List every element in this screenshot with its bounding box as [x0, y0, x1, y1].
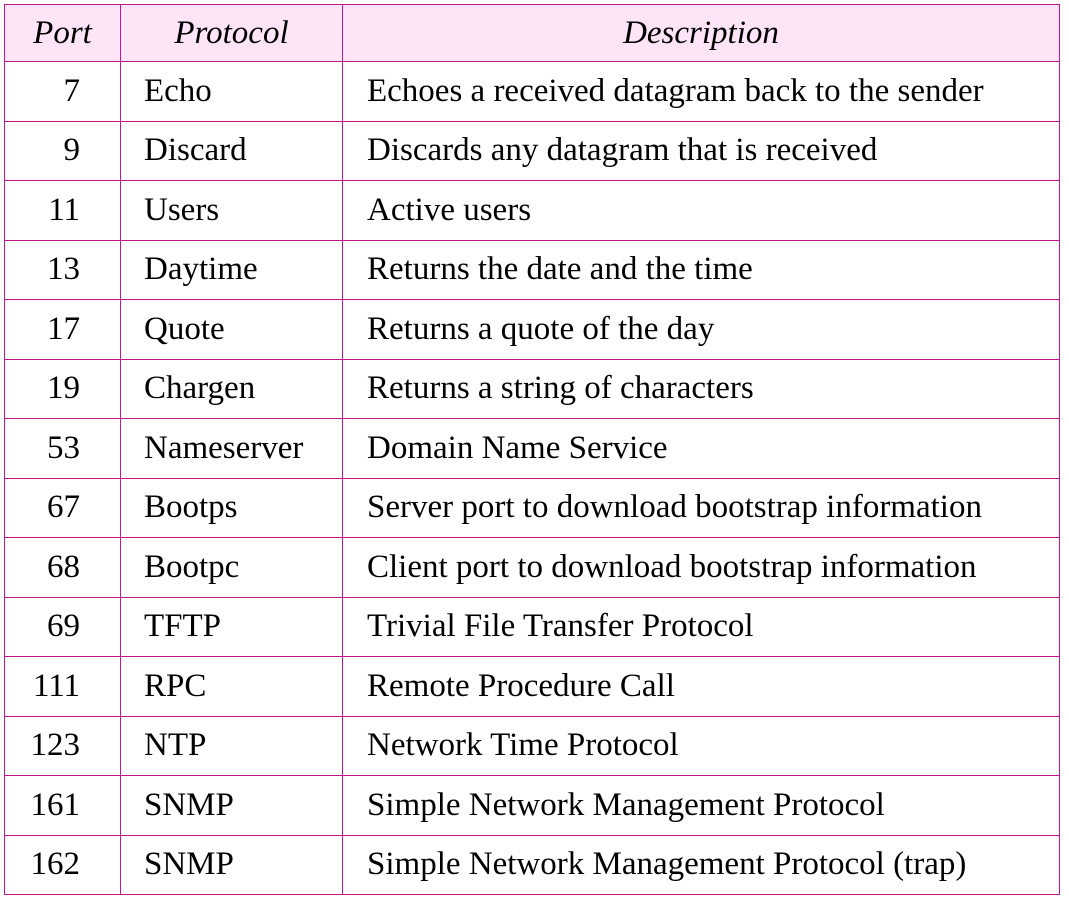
port-cell: 11: [4, 180, 121, 241]
protocol-cell: Daytime: [120, 239, 343, 300]
table-row: 111 RPC Remote Procedure Call: [4, 656, 1060, 717]
port-cell: 67: [4, 477, 121, 538]
port-cell: 53: [4, 418, 121, 479]
description-cell: Echoes a received datagram back to the s…: [342, 61, 1060, 122]
port-cell: 68: [4, 537, 121, 598]
protocol-cell: Users: [120, 180, 343, 241]
protocol-cell: Echo: [120, 61, 343, 122]
table-row: 69 TFTP Trivial File Transfer Protocol: [4, 596, 1060, 657]
well-known-ports-table: Port Protocol Description 7 Echo Echoes …: [4, 4, 1060, 895]
port-cell: 161: [4, 775, 121, 836]
protocol-cell: RPC: [120, 656, 343, 717]
table-row: 9 Discard Discards any datagram that is …: [4, 120, 1060, 181]
port-cell: 13: [4, 239, 121, 300]
description-column-header: Description: [342, 4, 1060, 62]
table-row: 19 Chargen Returns a string of character…: [4, 358, 1060, 419]
description-cell: Simple Network Management Protocol (trap…: [342, 834, 1060, 895]
description-cell: Network Time Protocol: [342, 715, 1060, 776]
protocol-cell: Bootpc: [120, 537, 343, 598]
table-row: 162 SNMP Simple Network Management Proto…: [4, 834, 1060, 895]
protocol-cell: Nameserver: [120, 418, 343, 479]
port-cell: 9: [4, 120, 121, 181]
description-cell: Domain Name Service: [342, 418, 1060, 479]
protocol-cell: Chargen: [120, 358, 343, 419]
port-cell: 19: [4, 358, 121, 419]
table-body: 7 Echo Echoes a received datagram back t…: [4, 61, 1060, 895]
protocol-cell: Bootps: [120, 477, 343, 538]
table-row: 7 Echo Echoes a received datagram back t…: [4, 61, 1060, 122]
port-cell: 111: [4, 656, 121, 717]
description-cell: Server port to download bootstrap inform…: [342, 477, 1060, 538]
protocol-cell: SNMP: [120, 775, 343, 836]
port-cell: 69: [4, 596, 121, 657]
table-row: 123 NTP Network Time Protocol: [4, 715, 1060, 776]
table-row: 11 Users Active users: [4, 180, 1060, 241]
port-cell: 7: [4, 61, 121, 122]
description-cell: Simple Network Management Protocol: [342, 775, 1060, 836]
port-cell: 162: [4, 834, 121, 895]
description-cell: Returns a string of characters: [342, 358, 1060, 419]
description-cell: Client port to download bootstrap inform…: [342, 537, 1060, 598]
protocol-cell: NTP: [120, 715, 343, 776]
table-row: 53 Nameserver Domain Name Service: [4, 418, 1060, 479]
protocol-column-header: Protocol: [120, 4, 343, 62]
table-row: 13 Daytime Returns the date and the time: [4, 239, 1060, 300]
description-cell: Active users: [342, 180, 1060, 241]
description-cell: Returns a quote of the day: [342, 299, 1060, 360]
table-header: Port Protocol Description: [4, 4, 1060, 62]
protocol-cell: TFTP: [120, 596, 343, 657]
port-cell: 17: [4, 299, 121, 360]
table-row: 161 SNMP Simple Network Management Proto…: [4, 775, 1060, 836]
description-cell: Returns the date and the time: [342, 239, 1060, 300]
description-cell: Trivial File Transfer Protocol: [342, 596, 1060, 657]
table-row: 67 Bootps Server port to download bootst…: [4, 477, 1060, 538]
port-column-header: Port: [4, 4, 121, 62]
table-row: 68 Bootpc Client port to download bootst…: [4, 537, 1060, 598]
table-row: 17 Quote Returns a quote of the day: [4, 299, 1060, 360]
port-cell: 123: [4, 715, 121, 776]
description-cell: Discards any datagram that is received: [342, 120, 1060, 181]
protocol-cell: SNMP: [120, 834, 343, 895]
description-cell: Remote Procedure Call: [342, 656, 1060, 717]
header-row: Port Protocol Description: [4, 4, 1060, 62]
protocol-cell: Quote: [120, 299, 343, 360]
protocol-cell: Discard: [120, 120, 343, 181]
